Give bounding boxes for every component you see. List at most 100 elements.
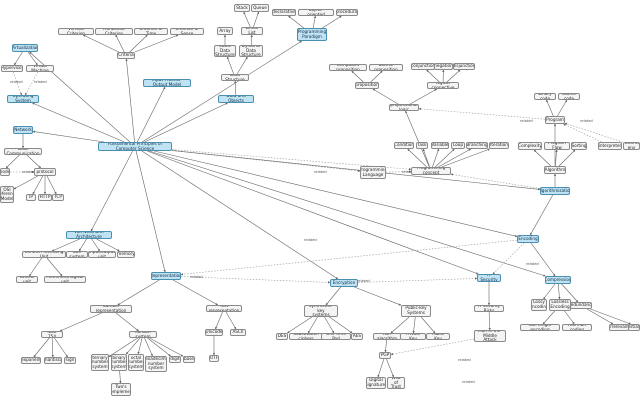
node-prop-logic[interactable]: propositional logic [389,104,419,111]
node-symmetric[interactable]: Symmetric-key systems [304,305,338,317]
node-cpu[interactable]: Central Processing Unit [22,251,66,258]
node-data-objects[interactable]: Data and Objects [218,95,254,103]
node-atomic-prop[interactable]: atomic proposition [369,64,403,71]
node-alu[interactable]: Arithmetic/logical unit [44,276,86,283]
node-virtual-machine[interactable]: Virtual Machine [26,65,54,72]
node-control-unit[interactable]: control unit [16,276,38,283]
node-data-comm[interactable]: Data Communication [4,148,42,155]
node-array[interactable]: Array [217,27,233,35]
node-program-flow[interactable]: Program Flow [544,142,570,150]
node-source-code[interactable]: source code [558,93,580,100]
node-procedural[interactable]: procedural [336,9,358,16]
node-static-ds[interactable]: Static Data Structure [214,45,236,57]
node-http[interactable]: HTTP [38,194,52,201]
node-redundancy[interactable]: Redundancy [570,302,592,309]
node-mitm[interactable]: Man-in-the-Middle Attack [474,330,506,342]
node-rle[interactable]: Run-length encoding [520,324,560,331]
node-digital-sig[interactable]: Digital Signatures [366,377,386,389]
node-web-trust[interactable]: Web of Trust [387,377,405,389]
node-ieee754[interactable]: IEEE 754 [41,331,63,338]
node-program[interactable]: Program [545,116,565,124]
node-io-unit[interactable]: input/output unit [88,251,116,258]
node-prog-concept[interactable]: Programming concept [411,167,451,175]
node-compression[interactable]: Compression [545,276,571,284]
node-compound-prop[interactable]: compound proposition [329,64,367,71]
node-fund[interactable]: Fundamental Principles of Computer Scien… [98,142,172,151]
node-interpreter[interactable]: interpreter [598,142,622,150]
node-binary-ns[interactable]: binary number system [111,354,127,371]
node-prog-language[interactable]: Programming Language [360,166,386,179]
node-encoding[interactable]: Encoding [517,235,539,243]
node-prog-paradigm[interactable]: Programming Paradigm [297,28,327,41]
node-von-neumann[interactable]: Von Neumann Architecture [66,231,112,239]
node-number-rep[interactable]: Number representation [90,305,132,313]
node-it-risks[interactable]: IT Security Risks [474,305,504,312]
node-otp[interactable]: One-Time Pad [321,333,351,340]
node-encryption[interactable]: Encryption [330,279,358,287]
node-osi[interactable]: OSI Reference Model [0,186,14,203]
node-protocol[interactable]: protocol [34,168,56,176]
node-it-security[interactable]: IT Security [477,274,501,282]
node-aes[interactable]: AES [351,333,363,340]
node-octal-ns[interactable]: octal number system [128,354,144,371]
node-loop[interactable]: Loop [451,142,465,149]
node-huffman[interactable]: Huffman coding [562,324,592,331]
node-substitution[interactable]: Substitution ciphers [289,333,323,340]
node-public-key-sys[interactable]: Public-key Systems [401,305,431,317]
node-condition[interactable]: Condition [394,142,414,149]
node-twos-complement[interactable]: Two's complement [111,383,131,396]
node-network[interactable]: Network [13,126,33,134]
node-private-key[interactable]: Private Key [400,333,426,340]
node-digit[interactable]: digit [169,356,181,363]
node-linear-list[interactable]: Linear List [241,27,263,35]
node-vertical-criterion[interactable]: Vertical Criterion [58,28,94,35]
node-mantissa[interactable]: mantissa [44,357,62,364]
node-unicode[interactable]: Unicode [205,329,223,336]
node-criterion-sense[interactable]: Criterion of Sense [170,28,204,35]
node-criterion-time[interactable]: Criterion of Time [134,28,168,35]
node-memory[interactable]: memory [117,251,135,258]
node-utf[interactable]: UTF [209,355,219,362]
node-stack[interactable]: Stack [234,4,250,12]
node-task[interactable]: Task [416,142,428,149]
node-ternary-ns[interactable]: ternary number system [91,354,109,371]
node-ascii[interactable]: ASCII [230,329,246,336]
node-disjunction[interactable]: disjunction [453,63,475,70]
node-negation[interactable]: negation [434,63,453,70]
node-pgp[interactable]: PGP [379,352,391,359]
node-object-oriented[interactable]: object-oriented [298,9,334,16]
node-algorithmization[interactable]: Algorithmization [540,187,570,195]
node-rsa[interactable]: RSA algorithm [373,333,401,340]
node-des[interactable]: DES [276,333,288,340]
node-algorithm[interactable]: Algorithm [544,166,566,174]
node-tcp[interactable]: TCP [52,194,64,201]
node-criteria[interactable]: Criteria [117,52,135,59]
node-data-structure[interactable]: Data Structure [221,74,249,81]
node-os[interactable]: Operating System [7,95,39,103]
node-bus-system[interactable]: bus system [66,251,88,258]
node-declarative[interactable]: declarative [272,9,296,16]
node-lossy[interactable]: Lossy Encoding [531,299,547,311]
node-complexity[interactable]: Complexity [518,142,542,150]
node-logical-connective[interactable]: logical connective [427,82,459,89]
node-sign[interactable]: sign [64,357,76,364]
node-io-model[interactable]: Input-Process-Output Model [143,79,191,87]
node-public-key[interactable]: Public Key [426,333,450,340]
node-sorting[interactable]: Sorting [571,142,587,150]
node-node[interactable]: node [0,168,10,176]
node-runtime-env[interactable]: runtime env [623,142,640,150]
node-representation[interactable]: Representation [151,272,181,280]
node-exponent[interactable]: exponent [21,357,41,364]
node-queue[interactable]: Queue [251,4,269,12]
node-iteration[interactable]: Iteration [489,142,509,149]
node-partial[interactable]: partially [628,324,640,331]
node-branching[interactable]: Branching [466,142,488,149]
node-hex-ns[interactable]: hexadecimal number system [145,356,167,372]
node-irrelevant[interactable]: irrelevant [609,324,629,331]
node-conjunction[interactable]: conjunction [411,63,435,70]
node-text-rep[interactable]: Text representation [206,305,242,312]
node-binary-code[interactable]: binary code [534,93,556,100]
node-proposition[interactable]: proposition [355,82,379,89]
node-variable[interactable]: Variable [431,142,449,149]
node-lossless[interactable]: Lossless Encoding [549,299,571,311]
